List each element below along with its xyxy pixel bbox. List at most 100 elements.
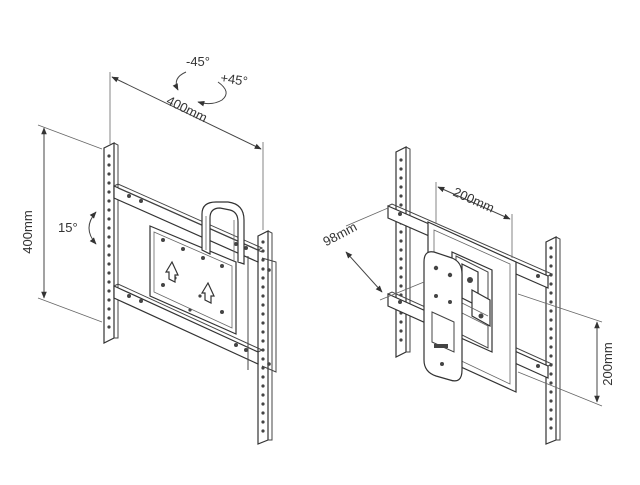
- left-bottom-arm: [113, 283, 264, 365]
- rail-hole: [399, 266, 403, 270]
- rail-hole: [107, 181, 111, 185]
- rail-hole: [107, 253, 111, 257]
- rail-hole: [261, 339, 265, 343]
- rail-hole: [107, 208, 111, 212]
- rail-hole: [399, 167, 403, 171]
- rail-hole: [549, 300, 553, 304]
- rail-hole: [107, 307, 111, 311]
- rail-hole: [261, 402, 265, 406]
- rail-hole: [549, 390, 553, 394]
- up-arrow-icon-1: [164, 260, 179, 283]
- rail-hole: [549, 354, 553, 358]
- rail-hole: [261, 303, 265, 307]
- rail-hole: [107, 244, 111, 248]
- rotate-arrow-icon-1: [172, 71, 187, 91]
- rail-hole: [107, 199, 111, 203]
- right-vertical-rail-1: [395, 146, 411, 358]
- vesa-height-label: 200mm: [600, 342, 615, 385]
- rail-hole: [399, 230, 403, 234]
- left-vertical-rail-2: [257, 230, 273, 445]
- rail-hole: [107, 325, 111, 329]
- rail-hole: [261, 393, 265, 397]
- rail-hole: [549, 399, 553, 403]
- rail-hole: [399, 185, 403, 189]
- rail-hole: [261, 357, 265, 361]
- rail-hole: [399, 203, 403, 207]
- left-vertical-rail-1: [103, 142, 119, 344]
- vesa-height-dimension: 200mm: [517, 293, 615, 407]
- rotation-indicator: -45° +45°: [172, 54, 249, 107]
- rail-hole: [549, 327, 553, 331]
- vesa-width-label: 200mm: [451, 184, 497, 215]
- rail-hole: [549, 291, 553, 295]
- rail-hole: [549, 246, 553, 250]
- rail-hole: [107, 172, 111, 176]
- rail-hole: [107, 154, 111, 158]
- tilt-indicator: 15°: [58, 211, 97, 245]
- rail-hole: [549, 309, 553, 313]
- rail-hole: [549, 408, 553, 412]
- rotate-negative-label: -45°: [186, 54, 210, 69]
- rail-hole: [549, 345, 553, 349]
- tilt-label: 15°: [58, 220, 78, 235]
- rail-hole: [107, 271, 111, 275]
- rail-hole: [107, 298, 111, 302]
- rail-hole: [399, 257, 403, 261]
- rail-hole: [107, 226, 111, 230]
- tilt-arrow-icon: [88, 211, 97, 245]
- rail-hole: [399, 248, 403, 252]
- left-hanger-hook: [201, 201, 245, 265]
- height-dimension: 400mm: [20, 124, 103, 323]
- rail-hole: [107, 217, 111, 221]
- rail-hole: [261, 249, 265, 253]
- rail-hole: [261, 312, 265, 316]
- rail-hole: [261, 411, 265, 415]
- rail-hole: [261, 375, 265, 379]
- rail-hole: [549, 426, 553, 430]
- right-front-plate: [423, 251, 463, 382]
- rail-hole: [399, 275, 403, 279]
- height-dimension-label: 400mm: [20, 210, 35, 253]
- rail-hole: [107, 190, 111, 194]
- rail-hole: [261, 267, 265, 271]
- rail-hole: [107, 235, 111, 239]
- rail-hole: [549, 282, 553, 286]
- rail-hole: [549, 381, 553, 385]
- rail-hole: [549, 255, 553, 259]
- rail-hole: [399, 320, 403, 324]
- rail-hole: [261, 420, 265, 424]
- rail-hole: [107, 316, 111, 320]
- left-mount-assembly: 400mm 400mm -45° +45° 15°: [20, 54, 277, 445]
- right-vertical-rail-2: [545, 236, 561, 445]
- rail-hole: [261, 276, 265, 280]
- rail-hole: [261, 240, 265, 244]
- rail-hole: [261, 321, 265, 325]
- rail-hole: [107, 163, 111, 167]
- rail-hole: [107, 289, 111, 293]
- rail-hole: [399, 194, 403, 198]
- right-mount-assembly: 200mm 200mm 98mm: [320, 146, 615, 445]
- left-center-plate: [149, 225, 237, 335]
- up-arrow-icon-2: [200, 281, 215, 304]
- rail-hole: [261, 258, 265, 262]
- rail-hole: [549, 264, 553, 268]
- rail-hole: [399, 158, 403, 162]
- width-dimension-label: 400mm: [164, 93, 210, 125]
- rail-hole: [549, 318, 553, 322]
- depth-dimension-label: 98mm: [320, 219, 359, 249]
- rotate-arrow-icon-2: [197, 81, 227, 107]
- rail-hole: [107, 262, 111, 266]
- rail-hole: [261, 294, 265, 298]
- rotate-positive-label: +45°: [220, 70, 249, 89]
- rail-hole: [399, 338, 403, 342]
- rail-hole: [261, 384, 265, 388]
- rail-hole: [399, 284, 403, 288]
- rail-hole: [549, 336, 553, 340]
- rail-hole: [107, 280, 111, 284]
- rail-hole: [549, 417, 553, 421]
- rail-hole: [261, 429, 265, 433]
- rail-hole: [399, 329, 403, 333]
- rail-hole: [261, 285, 265, 289]
